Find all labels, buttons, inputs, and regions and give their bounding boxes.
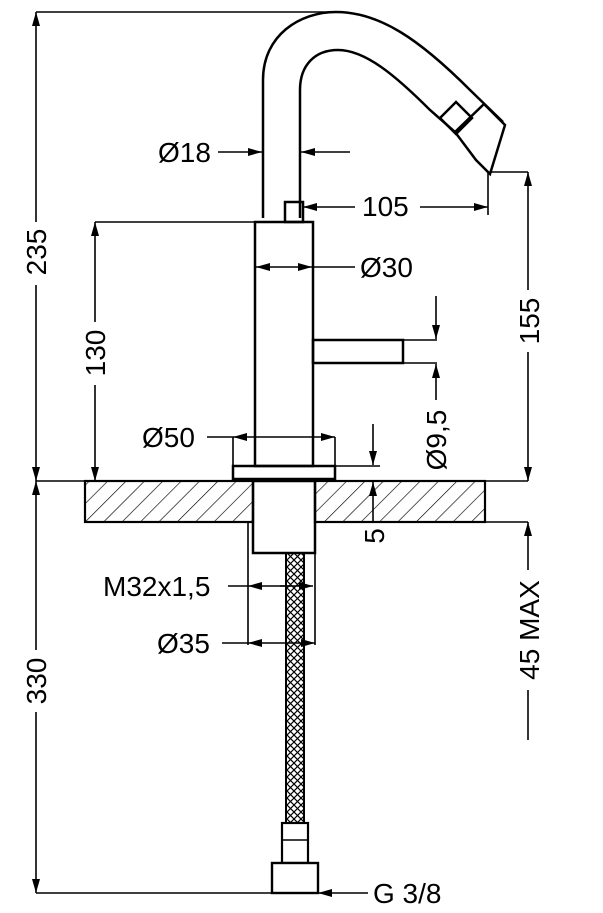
label-body-height: 130 [80, 330, 111, 377]
hose-ferrule [280, 821, 310, 865]
label-deck-max: 45 MAX [514, 580, 545, 680]
shank [251, 479, 317, 555]
body [253, 220, 315, 468]
dimension-arrows [32, 12, 532, 897]
label-spout-height: 155 [514, 298, 545, 345]
label-body-dia: Ø30 [360, 252, 413, 283]
spout-inner [298, 48, 456, 218]
deck-right [313, 479, 487, 524]
label-spout-dia: Ø18 [158, 137, 211, 168]
label-shank-dia: Ø35 [157, 628, 210, 659]
nozzle [454, 102, 507, 177]
label-total-height: 235 [21, 229, 52, 276]
dimension-lines [35, 11, 529, 894]
base-plate [231, 464, 337, 481]
lever [311, 338, 405, 365]
spout-outer [261, 10, 504, 218]
label-base-dia: Ø50 [142, 422, 195, 453]
label-base-thickness: 5 [359, 528, 390, 544]
braided-hose [270, 552, 320, 895]
label-reach: 105 [362, 191, 409, 222]
label-below-deck: 330 [21, 658, 52, 705]
label-thread: M32x1,5 [103, 571, 210, 602]
aerator [438, 100, 474, 136]
label-lever-dia: Ø9,5 [421, 410, 452, 471]
deck-left [83, 479, 255, 524]
hose-nut [270, 861, 320, 895]
label-connection: G 3/8 [373, 878, 441, 909]
